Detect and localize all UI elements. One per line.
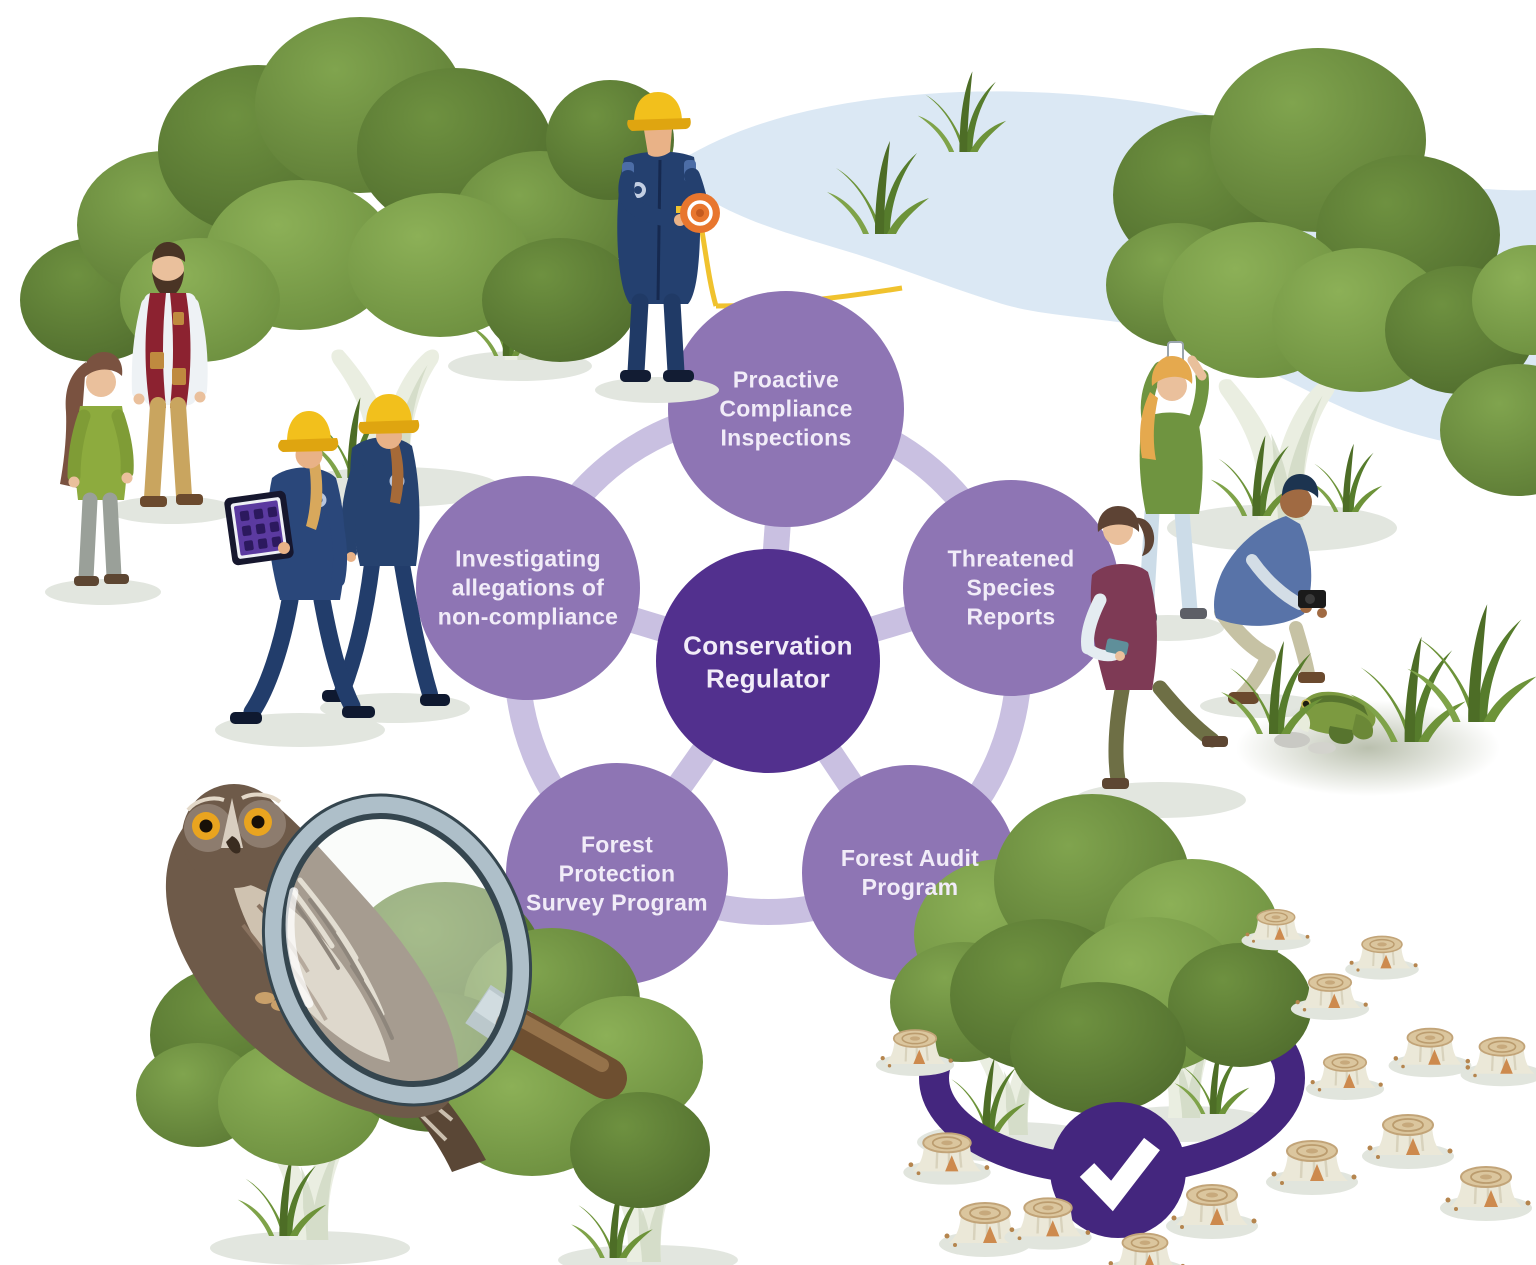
citizen-reading-phone-icon — [1074, 506, 1246, 818]
tablet — [224, 490, 294, 566]
officers-with-tablet-icon — [215, 394, 470, 747]
measuring-tape — [699, 230, 719, 307]
tree-grove-top-left-icon — [20, 17, 674, 507]
tree-top-right-icon — [1106, 48, 1536, 552]
frog-icon — [1221, 604, 1536, 796]
node-circle-investigating — [416, 476, 640, 700]
officer-measuring-tape-icon — [595, 92, 720, 403]
node-circle-threatened — [903, 480, 1119, 696]
node-circle-proactive — [668, 291, 904, 527]
magnifying-glass-icon — [261, 793, 627, 1107]
visitors-talking-icon — [45, 242, 236, 605]
center-circle — [656, 549, 880, 773]
check-icon — [1079, 1137, 1160, 1212]
citizen-photographing-frog-icon — [1200, 474, 1327, 718]
